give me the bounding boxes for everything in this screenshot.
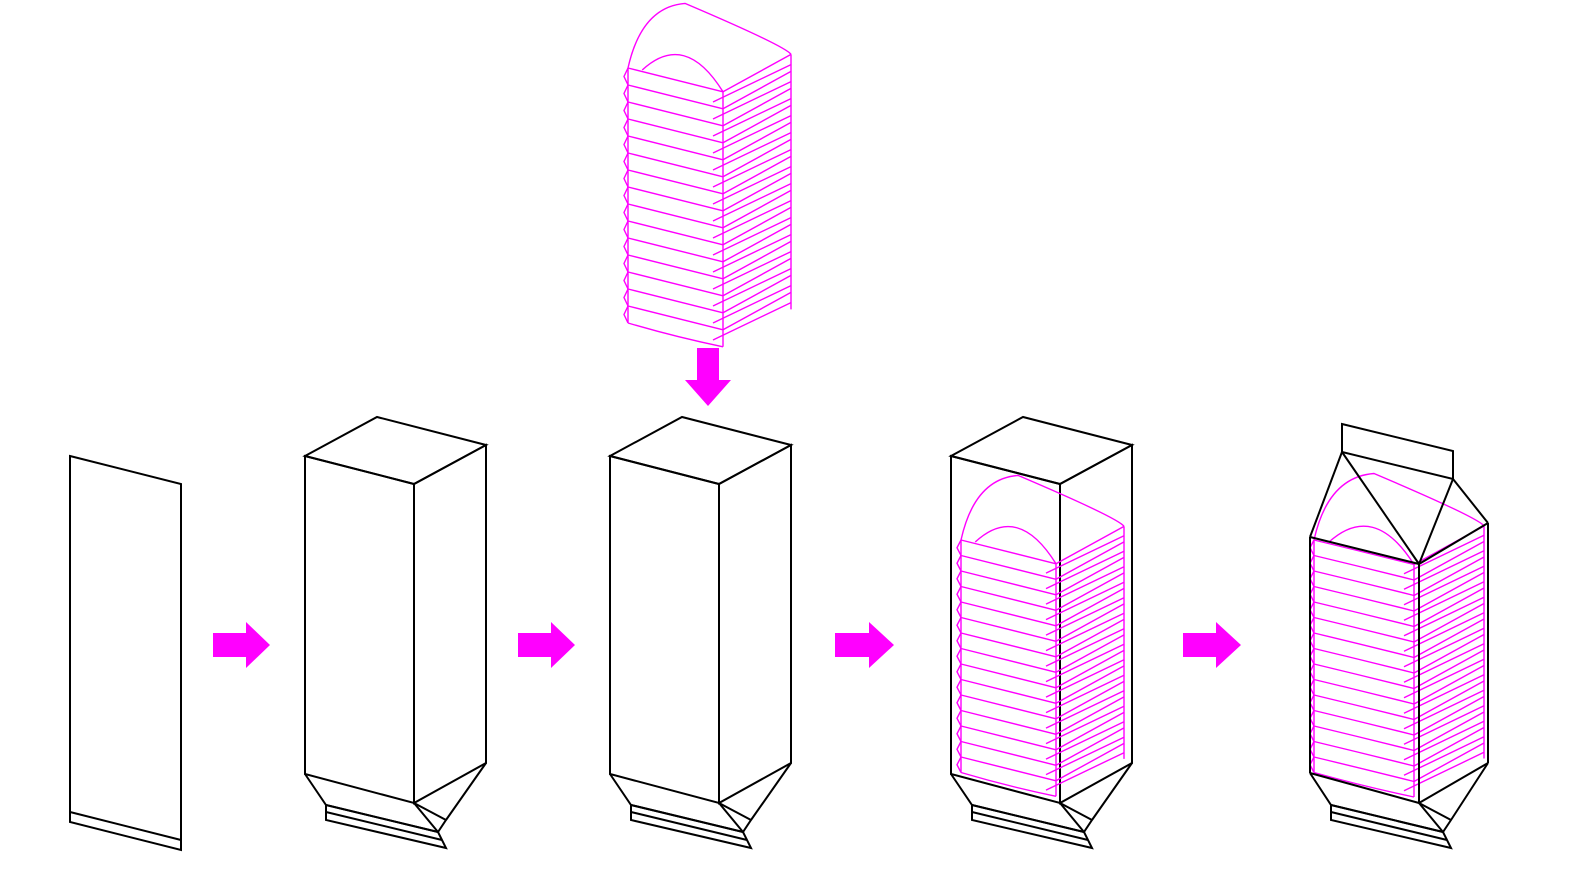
product-layer — [623, 206, 792, 256]
product-layer — [956, 474, 1125, 574]
step-filled-bag — [948, 415, 1135, 850]
product-layer — [623, 189, 792, 239]
incoming-product — [623, 2, 792, 348]
connector-arrow-4 — [1183, 622, 1241, 668]
sealed-bag-icon — [1309, 422, 1489, 850]
stacked-product-icon — [1309, 472, 1485, 798]
open-box-bag-icon — [302, 415, 489, 850]
right-arrow-icon — [213, 622, 270, 668]
product-layer — [956, 618, 1125, 667]
right-arrow-icon — [518, 622, 575, 668]
product-layer — [623, 2, 792, 103]
product-layer — [956, 665, 1125, 714]
product-layer — [1309, 726, 1485, 776]
product-layer — [1309, 695, 1485, 745]
product-layer — [956, 649, 1125, 698]
connector-arrow-3 — [835, 622, 894, 668]
product-layer — [623, 172, 792, 222]
product-layer — [623, 274, 792, 324]
filled-bag-icon — [948, 415, 1135, 850]
product-layer — [1309, 711, 1485, 761]
right-arrow-icon — [1183, 622, 1241, 668]
product-layer — [956, 603, 1125, 652]
product-layer — [623, 138, 792, 188]
product-layer — [956, 696, 1125, 745]
product-layer — [1309, 649, 1485, 699]
product-layer — [956, 680, 1125, 729]
product-layer — [623, 155, 792, 205]
stacked-product-icon — [623, 2, 792, 348]
product-layer — [1309, 556, 1485, 606]
product-layer — [1309, 633, 1485, 683]
product-layer — [956, 634, 1125, 683]
connector-arrow-2 — [518, 622, 575, 668]
stacked-product-icon — [956, 474, 1125, 797]
product-layer — [623, 257, 792, 307]
product-layer — [956, 587, 1125, 636]
flat-film-sheet-icon — [69, 454, 182, 852]
connector-arrow-1 — [213, 622, 270, 668]
product-layer — [956, 541, 1125, 590]
product-layer — [623, 223, 792, 273]
product-layer — [623, 291, 792, 341]
down-arrow-icon — [685, 348, 731, 406]
product-layer — [623, 70, 792, 120]
product-layer — [1309, 587, 1485, 637]
product-layer — [956, 711, 1125, 760]
product-layer — [1309, 742, 1485, 792]
product-layer — [956, 727, 1125, 776]
product-layer — [623, 121, 792, 171]
step-flat-film — [69, 454, 182, 852]
product-layer — [1309, 680, 1485, 730]
feed-arrow — [685, 348, 731, 406]
right-arrow-icon — [835, 622, 894, 668]
step-formed-bag — [302, 415, 489, 850]
open-box-bag-icon — [607, 415, 794, 850]
product-layer — [1309, 618, 1485, 668]
product-layer — [623, 104, 792, 154]
product-layer — [956, 742, 1125, 791]
product-layer — [956, 572, 1125, 621]
product-layer — [1309, 602, 1485, 652]
product-layer — [623, 240, 792, 290]
step-bag-filling — [607, 415, 794, 850]
product-layer — [623, 87, 792, 137]
product-layer — [1309, 540, 1485, 590]
product-layer — [1309, 664, 1485, 714]
product-layer — [956, 556, 1125, 605]
step-sealed-bag — [1309, 422, 1489, 850]
product-layer — [1309, 571, 1485, 621]
